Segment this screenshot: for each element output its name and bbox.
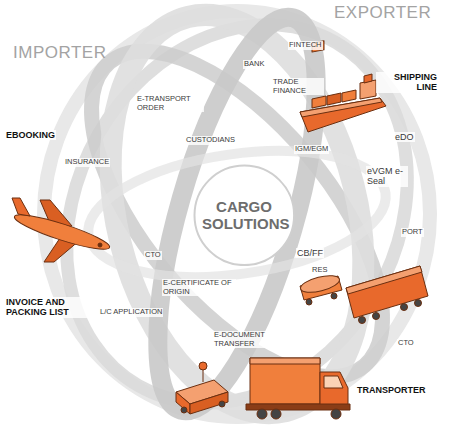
- flow-label: CTO: [144, 251, 162, 260]
- hub-circle: CARGO SOLUTIONS: [193, 164, 296, 267]
- truck-icon-part: [250, 358, 320, 364]
- train-icon-part: [415, 300, 422, 307]
- train-icon-part: [331, 293, 337, 299]
- truck-icon: [246, 358, 350, 419]
- flow-label: INSURANCE: [64, 158, 110, 167]
- flow-label-box: CB/FF: [296, 242, 324, 260]
- ship-icon-part: [312, 96, 326, 108]
- globe-ribbons-part: [71, 0, 402, 437]
- train-icon-part: [401, 304, 408, 311]
- flow-label-box: E-TRANSPORT ORDER: [136, 95, 204, 114]
- train-icon-part: [373, 313, 380, 320]
- flow-label: E-TRANSPORT ORDER: [136, 95, 204, 112]
- plane-icon-part: [98, 243, 102, 247]
- flow-label-box: eVGM e-Seal: [366, 166, 408, 188]
- flow-label-box: CTO: [144, 243, 162, 261]
- ship-icon-part: [360, 80, 376, 99]
- side-heading-box: EXPORTER: [333, 3, 432, 23]
- flow-label: E-DOCUMENT TRANSFER: [213, 331, 279, 348]
- flow-label: PORT: [401, 228, 424, 237]
- train-icon-part: [359, 317, 366, 324]
- truck-icon-part: [257, 409, 267, 419]
- party-label: TRANSPORTER: [356, 385, 427, 395]
- side-heading: EXPORTER: [333, 3, 432, 23]
- flow-label-box: L/C APPLICATION: [99, 300, 165, 318]
- cart-icon-part: [181, 407, 187, 413]
- train-icon-part: [346, 266, 428, 318]
- truck-icon-part: [271, 409, 281, 419]
- flow-label: BANK: [243, 60, 265, 69]
- plane-icon-part: [12, 198, 30, 216]
- globe-ribbons-part: [80, 134, 394, 295]
- party-label-box: SHIPPING LINE: [376, 72, 438, 94]
- globe-ribbons-part: [125, 2, 349, 426]
- truck-icon-part: [250, 358, 320, 404]
- flow-label: E-CERTIFICATE OF ORIGIN: [162, 279, 236, 296]
- flow-label-box: CTO: [397, 331, 415, 349]
- flow-label: eVGM e-Seal: [366, 166, 408, 187]
- flow-label-box: INSURANCE: [64, 150, 110, 168]
- flow-label-box: E-DOCUMENT TRANSFER: [213, 331, 279, 350]
- party-label: EBOOKING: [5, 130, 56, 140]
- flow-label: IGM/EGM: [294, 145, 329, 154]
- plane-icon: [12, 198, 112, 262]
- flow-label-box: IGM/EGM: [294, 137, 329, 155]
- party-label: INVOICE AND PACKING LIST: [5, 297, 87, 318]
- hub-title: CARGO SOLUTIONS: [202, 198, 286, 232]
- flow-label: CB/FF: [296, 248, 324, 258]
- flow-label-box: CUSTODIANS: [185, 128, 236, 146]
- flow-label-box: PORT: [401, 220, 424, 238]
- party-label-box: EBOOKING: [5, 124, 56, 142]
- flow-label: CUSTODIANS: [185, 136, 236, 145]
- truck-icon-part: [331, 409, 341, 419]
- cart-icon-part: [176, 392, 190, 414]
- flow-label-box: BANK: [243, 52, 265, 70]
- train-icon-part: [346, 266, 422, 294]
- flow-label: CTO: [397, 339, 415, 348]
- flow-label: RES: [311, 266, 328, 275]
- cart-icon-part: [190, 392, 228, 414]
- side-heading-box: IMPORTER: [12, 43, 107, 63]
- flow-label-box: E-CERTIFICATE OF ORIGIN: [162, 279, 236, 298]
- cart-icon-part: [219, 401, 225, 407]
- party-label-box: TRANSPORTER: [356, 379, 427, 397]
- truck-icon-part: [320, 372, 348, 408]
- party-label-box: INVOICE AND PACKING LIST: [5, 297, 87, 319]
- ship-icon-part: [364, 74, 372, 83]
- side-heading: IMPORTER: [12, 43, 107, 63]
- ship-icon-part: [327, 93, 341, 105]
- flow-label-box: FINTECH: [288, 33, 323, 51]
- flow-label-box: RES: [311, 258, 328, 276]
- flow-label: eDO: [394, 132, 415, 142]
- hub-circle-shape: [194, 165, 294, 265]
- truck-icon-part: [324, 376, 343, 388]
- flow-label-box: TRADE FINANCE: [272, 78, 324, 97]
- cart-icon: [176, 362, 228, 414]
- party-label: SHIPPING LINE: [376, 72, 438, 93]
- cart-icon-part: [199, 362, 207, 370]
- train-icon: [299, 266, 428, 324]
- flow-label: FINTECH: [288, 41, 323, 50]
- flow-label: L/C APPLICATION: [99, 308, 163, 317]
- train-icon-part: [299, 272, 341, 295]
- flow-label-box: eDO: [394, 126, 415, 144]
- ship-icon-part: [342, 90, 356, 102]
- flow-label: TRADE FINANCE: [272, 78, 324, 95]
- train-icon-part: [306, 299, 312, 305]
